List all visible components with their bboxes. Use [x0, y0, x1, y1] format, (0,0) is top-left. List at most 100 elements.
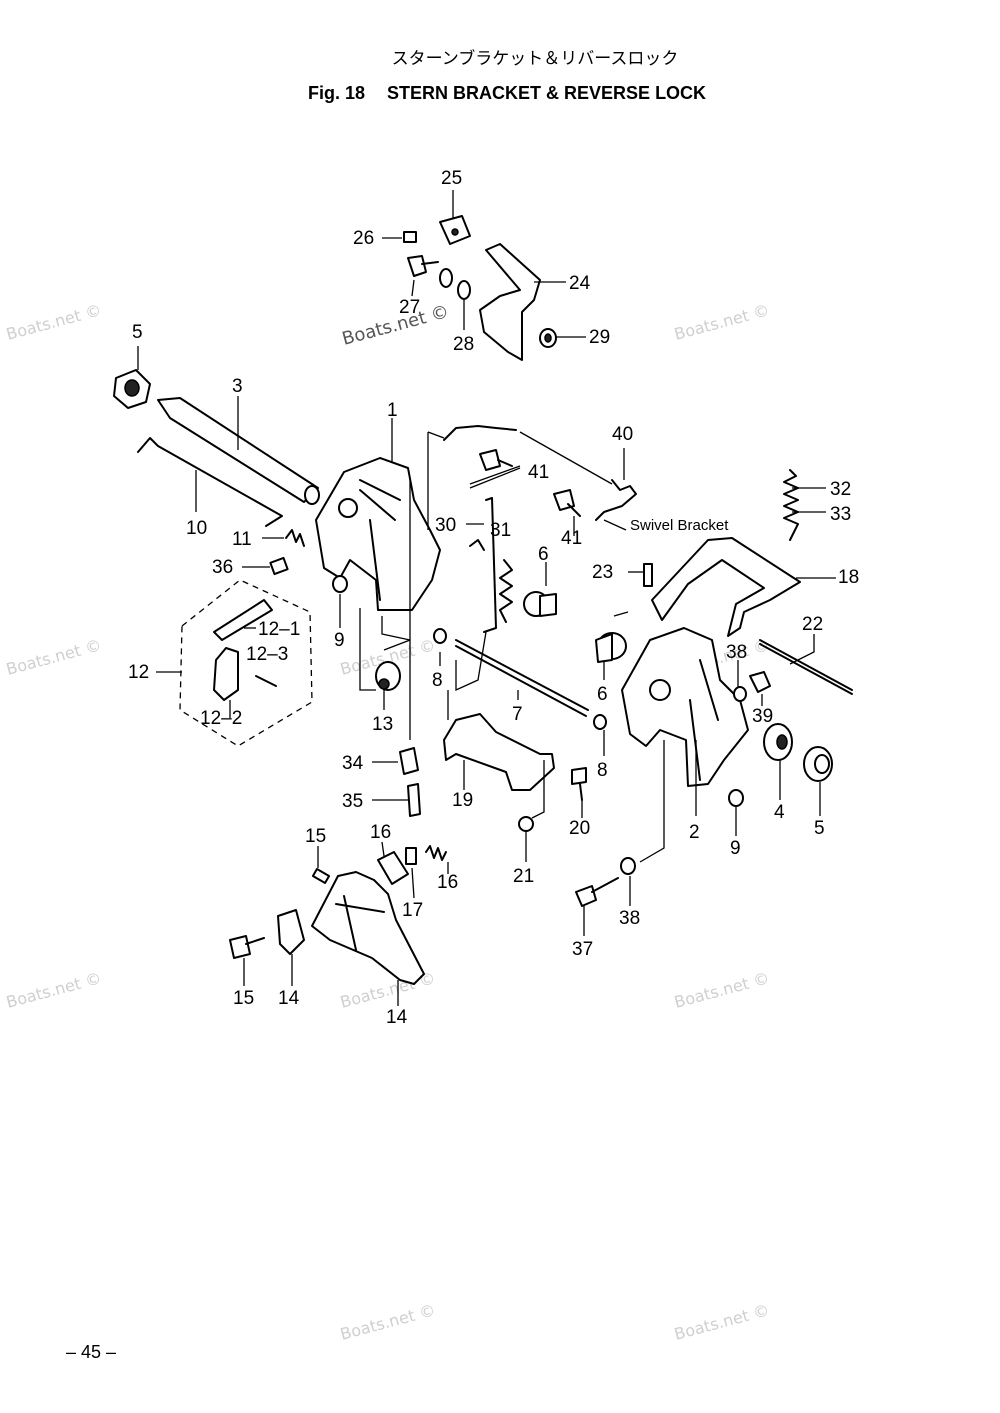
part-7-shaft — [455, 639, 589, 711]
callout-24: 21 — [513, 866, 534, 887]
callout-34: 31 — [490, 520, 511, 541]
part-33-rod — [483, 497, 497, 633]
watermark: Boats.net © — [4, 300, 103, 344]
part-23-bolt — [571, 767, 587, 785]
figure-number: Fig. 18 — [308, 83, 366, 103]
part-21-handle — [651, 537, 801, 637]
watermark: Boats.net © — [672, 1300, 771, 1344]
callout-8: 8 — [432, 670, 443, 691]
part-12-2-lever — [213, 647, 239, 701]
part-41-washer — [620, 857, 636, 875]
part-25-rod — [759, 639, 853, 691]
callout-2: 2 — [689, 822, 700, 843]
callout-6: 6 — [538, 544, 549, 565]
part-12-1-pin — [213, 599, 273, 641]
callout-10: 10 — [186, 518, 207, 539]
callout-36: 33 — [830, 504, 851, 525]
part-2-stern-bracket — [621, 627, 749, 787]
part-12-3-pin — [255, 675, 277, 687]
callout-41: 38 — [726, 642, 747, 663]
part-35-36-spring — [783, 469, 799, 541]
callout-5b: 5 — [814, 818, 825, 839]
figure-title-text: STERN BRACKET & REVERSE LOCK — [387, 83, 707, 103]
swivel-bracket-note: Swivel Bracket — [630, 517, 729, 534]
callout-5: 5 — [132, 322, 143, 343]
callout-16: 16 — [370, 822, 391, 843]
callout-7: 7 — [512, 704, 523, 725]
callout-41b: 38 — [619, 908, 640, 929]
part-19-spring — [425, 845, 447, 861]
page-number: – 45 – — [66, 1342, 117, 1362]
watermark: Boats.net © — [4, 635, 103, 679]
callout-28: 25 — [441, 168, 462, 189]
callout-44b: 41 — [561, 528, 582, 549]
part-39 — [269, 556, 289, 576]
callout-37: 34 — [342, 753, 364, 774]
part-37-block — [399, 747, 419, 775]
callout-4: 4 — [774, 802, 785, 823]
part-1-stern-bracket — [315, 457, 441, 611]
part-17-plate — [277, 909, 305, 955]
callout-19: 16 — [437, 872, 458, 893]
callout-8b: 8 — [597, 760, 608, 781]
callout-43: 40 — [612, 424, 633, 445]
part-30-bolt — [407, 255, 427, 277]
part-20 — [405, 847, 417, 865]
part-43-wire — [443, 425, 517, 441]
callout-26: 23 — [592, 562, 613, 583]
callout-38: 35 — [342, 791, 363, 812]
part-9-nut — [728, 789, 744, 807]
watermark: Boats.net © — [672, 300, 771, 344]
callout-12-2: 12–2 — [200, 708, 242, 729]
callout-12-1: 12–1 — [258, 619, 300, 640]
callout-9: 9 — [334, 630, 345, 651]
callout-3: 3 — [232, 376, 243, 397]
part-41-washer — [733, 686, 747, 702]
part-29-screw — [403, 231, 417, 243]
callout-33: 30 — [435, 515, 456, 536]
part-38-bolt — [407, 783, 421, 817]
watermark: Boats.net © — [672, 968, 771, 1012]
callout-14: 14 — [386, 1007, 408, 1028]
callout-11: 11 — [232, 529, 252, 550]
callout-1: 1 — [387, 400, 398, 421]
part-42-nut — [749, 671, 771, 693]
callout-12-3: 12–3 — [246, 644, 288, 665]
part-26-pin — [643, 563, 653, 587]
parts — [113, 215, 853, 985]
callout-31: 28 — [453, 334, 474, 355]
leader-lines — [137, 190, 836, 1006]
callout-labels: 25 26 27 28 24 29 5 3 1 10 11 36 9 12 12… — [128, 168, 859, 1028]
part-27-reverse-lock-arm — [479, 243, 541, 361]
callout-39: 36 — [212, 557, 233, 578]
part-16-collar — [377, 851, 409, 885]
part-22-bracket — [443, 713, 555, 791]
callout-18: 15 — [233, 988, 254, 1009]
callout-40: 37 — [572, 939, 593, 960]
part-31-washer — [457, 280, 471, 300]
part-34-spring — [499, 559, 513, 623]
callout-12: 12 — [128, 662, 149, 683]
callout-23: 20 — [569, 818, 590, 839]
callout-30: 27 — [399, 297, 420, 318]
callout-20: 17 — [402, 900, 423, 921]
part-8-washer — [433, 628, 447, 644]
callout-6b: 6 — [597, 684, 608, 705]
watermark: Boats.net © — [4, 968, 103, 1012]
part-18-bolt — [229, 935, 251, 959]
callout-22: 19 — [452, 790, 473, 811]
callout-25: 22 — [802, 614, 823, 635]
callout-35: 32 — [830, 479, 851, 500]
part-10-rod — [137, 437, 283, 527]
callout-44: 41 — [528, 462, 549, 483]
part-8-washer — [593, 714, 607, 730]
callout-32: 29 — [589, 327, 610, 348]
watermark: Boats.net © — [338, 1300, 437, 1344]
part-11-spring — [285, 529, 305, 547]
callout-29: 26 — [353, 228, 374, 249]
callout-27: 24 — [569, 273, 591, 294]
part-31-washer — [439, 268, 453, 288]
callout-9b: 9 — [730, 838, 741, 859]
figure-title: Fig. 18 STERN BRACKET & REVERSE LOCK — [288, 62, 706, 125]
